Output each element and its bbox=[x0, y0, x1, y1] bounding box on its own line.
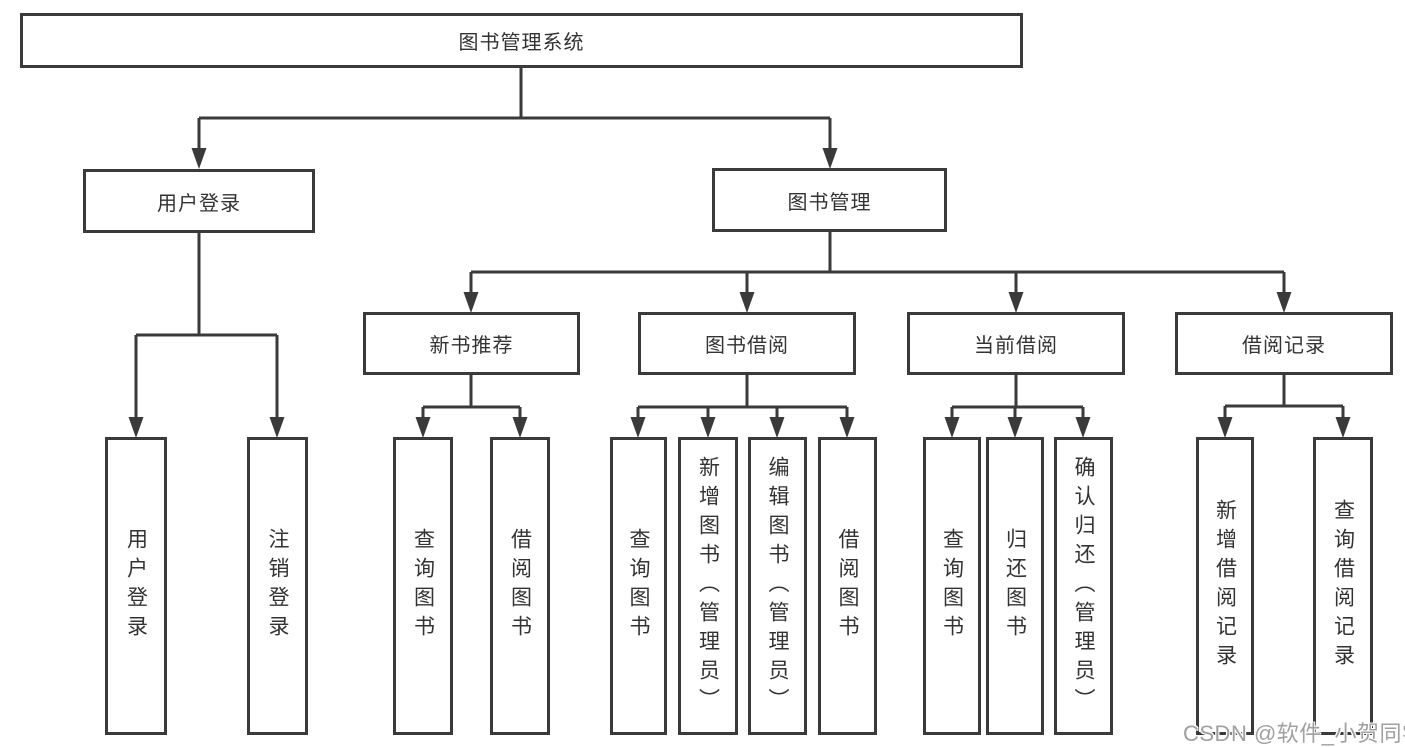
leaf-query-books-current: 查询图书 bbox=[923, 437, 981, 735]
node-book-management: 图书管理 bbox=[712, 168, 947, 232]
leaf-edit-books-admin-label: 编辑图书（管理员） bbox=[766, 455, 789, 717]
connector-borrow-to-leaves bbox=[636, 375, 849, 419]
leaf-borrow-books-recommend-label: 借阅图书 bbox=[508, 528, 532, 644]
leaf-borrow-books-recommend: 借阅图书 bbox=[490, 437, 550, 735]
leaf-add-books-admin-label: 新增图书（管理员） bbox=[696, 455, 720, 717]
node-borrow-records-label: 借阅记录 bbox=[1242, 335, 1326, 357]
leaf-logout: 注销登录 bbox=[247, 437, 308, 735]
leaf-query-books-borrow-label: 查询图书 bbox=[627, 528, 650, 644]
leaf-query-books-current-label: 查询图书 bbox=[940, 528, 964, 644]
leaf-query-borrow-record-label: 查询借阅记录 bbox=[1331, 499, 1355, 673]
node-new-book-recommend: 新书推荐 bbox=[363, 312, 580, 375]
node-book-management-label: 图书管理 bbox=[787, 191, 872, 214]
connector-userlogin-to-leaves bbox=[134, 233, 279, 419]
connector-records-to-leaves bbox=[1223, 375, 1345, 419]
node-user-login-label: 用户登录 bbox=[157, 192, 241, 215]
leaf-borrow-books: 借阅图书 bbox=[818, 437, 877, 735]
leaf-confirm-return-admin: 确认归还（管理员） bbox=[1054, 437, 1113, 735]
leaf-query-books-borrow: 查询图书 bbox=[610, 437, 667, 735]
leaf-logout-label: 注销登录 bbox=[266, 528, 289, 644]
node-root: 图书管理系统 bbox=[20, 13, 1023, 68]
leaf-query-books-recommend-label: 查询图书 bbox=[411, 528, 435, 644]
leaf-add-borrow-record-label: 新增借阅记录 bbox=[1213, 499, 1237, 673]
leaf-query-borrow-record: 查询借阅记录 bbox=[1313, 437, 1373, 735]
node-book-borrow-label: 图书借阅 bbox=[705, 335, 789, 357]
leaf-borrow-books-label: 借阅图书 bbox=[836, 528, 859, 644]
node-current-borrow-label: 当前借阅 bbox=[974, 335, 1058, 357]
leaf-query-books-recommend: 查询图书 bbox=[393, 437, 453, 735]
csdn-watermark: CSDN @软件_小贺同学 bbox=[1183, 721, 1405, 746]
leaf-return-books: 归还图书 bbox=[986, 437, 1044, 735]
leaf-confirm-return-admin-label: 确认归还（管理员） bbox=[1072, 455, 1095, 717]
node-borrow-records: 借阅记录 bbox=[1175, 312, 1393, 375]
node-book-borrow: 图书借阅 bbox=[638, 312, 856, 375]
connector-current-to-leaves bbox=[950, 375, 1085, 419]
node-root-label: 图书管理系统 bbox=[458, 32, 585, 54]
connector-recommend-to-leaves bbox=[421, 375, 522, 419]
leaf-return-books-label: 归还图书 bbox=[1003, 528, 1027, 644]
leaf-add-books-admin: 新增图书（管理员） bbox=[678, 437, 738, 735]
leaf-add-borrow-record: 新增借阅记录 bbox=[1196, 437, 1254, 735]
node-current-borrow: 当前借阅 bbox=[907, 312, 1125, 375]
connector-bookmgmt-to-level3 bbox=[469, 232, 1286, 294]
leaf-user-login-label: 用户登录 bbox=[124, 528, 148, 644]
connector-root-to-level2 bbox=[197, 68, 832, 150]
node-new-book-recommend-label: 新书推荐 bbox=[429, 335, 514, 357]
arrowheads bbox=[128, 148, 1351, 438]
leaf-edit-books-admin: 编辑图书（管理员） bbox=[748, 437, 807, 735]
node-user-login: 用户登录 bbox=[83, 169, 315, 233]
leaf-user-login: 用户登录 bbox=[105, 437, 167, 735]
